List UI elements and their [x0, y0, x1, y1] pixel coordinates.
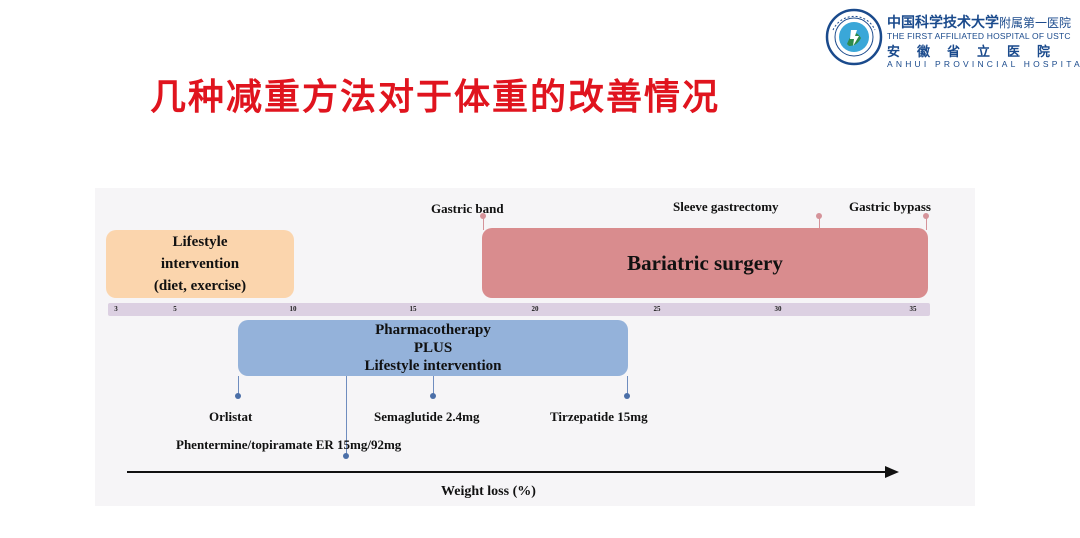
gastric-band-stem: [483, 216, 484, 230]
axis-tick: 20: [531, 305, 539, 313]
gastric-band-marker: [480, 213, 486, 219]
axis-tick: 3: [114, 305, 118, 313]
weight-loss-arrow: [127, 471, 887, 473]
logo-provincial-en: ANHUI PROVINCIAL HOSPITAL: [887, 59, 1080, 69]
pharma-line-3: Lifestyle intervention: [364, 358, 502, 374]
logo-provincial-cn: 安徽省立医院: [887, 45, 1068, 60]
slide-title: 几种减重方法对于体重的改善情况: [150, 77, 721, 118]
semaglutide-stem: [433, 376, 434, 394]
orlistat-marker: [235, 393, 241, 399]
gastric-bypass-stem: [926, 216, 927, 230]
phentermine-stem: [346, 376, 347, 454]
gastric-bypass-label: Gastric bypass: [849, 199, 931, 214]
axis-tick: 30: [774, 305, 782, 313]
hospital-logo: 中国科学技术大学附属第一医院 THE FIRST AFFILIATED HOSP…: [825, 8, 1080, 69]
semaglutide-label: Semaglutide 2.4mg: [374, 409, 480, 424]
axis-tick: 25: [653, 305, 661, 313]
axis-tick: 35: [909, 305, 917, 313]
bariatric-surgery-box: Bariatric surgery: [482, 228, 928, 298]
x-axis-label: Weight loss (%): [441, 484, 536, 499]
weight-loss-diagram: Gastric band Sleeve gastrectomy Gastric …: [95, 188, 975, 506]
axis-tick: 5: [173, 305, 177, 313]
lifestyle-line-1: Lifestyle: [172, 234, 228, 250]
pharma-line-1: Pharmacotherapy: [375, 322, 491, 338]
lifestyle-line-2: intervention: [160, 256, 240, 272]
lifestyle-line-3: (diet, exercise): [153, 278, 247, 294]
gastric-band-label: Gastric band: [431, 201, 504, 216]
sleeve-gastrectomy-marker: [816, 213, 822, 219]
logo-name-cn: 中国科学技术大学附属第一医院: [887, 12, 1071, 32]
logo-name-cn-main: 中国科学技术大学: [887, 15, 999, 31]
weight-loss-scale-bar: [108, 303, 930, 316]
arrow-head-icon: [885, 466, 899, 478]
sleeve-gastrectomy-label: Sleeve gastrectomy: [673, 199, 779, 214]
tirzepatide-marker: [624, 393, 630, 399]
logo-name-en: THE FIRST AFFILIATED HOSPITAL OF USTC: [887, 31, 1071, 41]
lifestyle-intervention-box: Lifestyle intervention (diet, exercise): [106, 230, 294, 298]
pharmacotherapy-box: Pharmacotherapy PLUS Lifestyle intervent…: [238, 320, 628, 376]
bariatric-surgery-text: Bariatric surgery: [627, 250, 783, 275]
logo-name-cn-suffix: 附属第一医院: [999, 16, 1072, 30]
orlistat-label: Orlistat: [209, 409, 253, 424]
phentermine-marker: [343, 453, 349, 459]
phentermine-label: Phentermine/topiramate ER 15mg/92mg: [176, 437, 402, 452]
tirzepatide-label: Tirzepatide 15mg: [550, 409, 648, 424]
sleeve-gastrectomy-stem: [819, 216, 820, 230]
axis-tick: 15: [409, 305, 417, 313]
tirzepatide-stem: [627, 376, 628, 394]
pharma-line-2: PLUS: [413, 340, 453, 356]
axis-tick: 10: [289, 305, 297, 313]
hospital-seal-icon: [825, 8, 883, 66]
orlistat-stem: [238, 376, 239, 394]
gastric-bypass-marker: [923, 213, 929, 219]
semaglutide-marker: [430, 393, 436, 399]
